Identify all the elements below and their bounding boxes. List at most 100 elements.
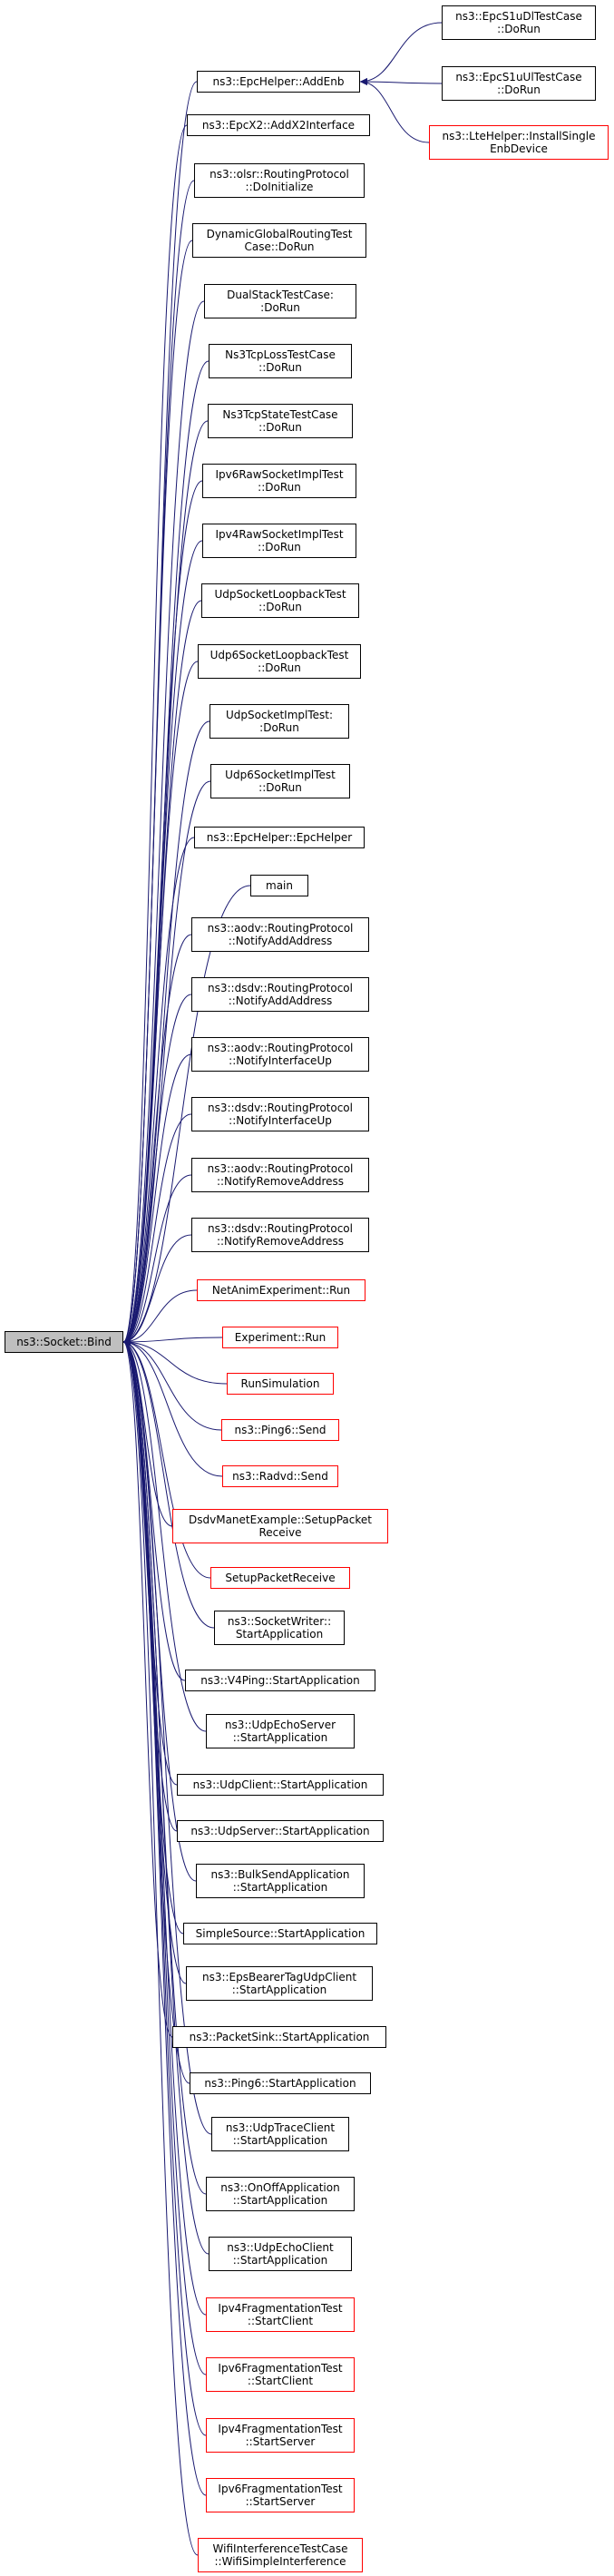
node-label-line: ::NotifyAddAddress bbox=[228, 935, 333, 947]
node-ipv4fragclient[interactable]: Ipv4FragmentationTest::StartClient bbox=[206, 2297, 355, 2332]
node-main[interactable]: main bbox=[250, 875, 308, 896]
node-label-line: ::StartApplication bbox=[231, 1983, 327, 1996]
node-bulksend[interactable]: ns3::BulkSendApplication::StartApplicati… bbox=[196, 1864, 365, 1898]
node-ping6send[interactable]: ns3::Ping6::Send bbox=[221, 1419, 339, 1441]
node-aodvrem[interactable]: ns3::aodv::RoutingProtocol::NotifyRemove… bbox=[191, 1158, 369, 1192]
node-ipv6raw[interactable]: Ipv6RawSocketImplTest::DoRun bbox=[202, 464, 356, 498]
node-aodvup[interactable]: ns3::aodv::RoutingProtocol::NotifyInterf… bbox=[191, 1037, 369, 1072]
node-udpechoclient[interactable]: ns3::UdpEchoClient::StartApplication bbox=[209, 2237, 352, 2271]
node-udp6loop[interactable]: Udp6SocketLoopbackTest::DoRun bbox=[198, 644, 361, 679]
node-wifiinterf[interactable]: WifiInterferenceTestCase::WifiSimpleInte… bbox=[198, 2538, 363, 2572]
node-udpechoserver[interactable]: ns3::UdpEchoServer::StartApplication bbox=[206, 1714, 355, 1748]
edge-tcpstate-to-root bbox=[122, 420, 209, 1346]
node-label-line: Ipv4FragmentationTest bbox=[218, 2302, 343, 2315]
node-olsr[interactable]: ns3::olsr::RoutingProtocol::DoInitialize bbox=[194, 163, 365, 198]
edge-runsim-to-root bbox=[122, 1338, 228, 1385]
node-ipv6fragclient[interactable]: Ipv6FragmentationTest::StartClient bbox=[206, 2357, 355, 2392]
node-label-line: ns3::BulkSendApplication bbox=[210, 1868, 350, 1881]
node-label-line: Experiment::Run bbox=[234, 1331, 326, 1344]
edge-udp6loop-to-root bbox=[122, 661, 199, 1346]
node-aodvadd[interactable]: ns3::aodv::RoutingProtocol::NotifyAddAdd… bbox=[191, 917, 369, 952]
node-label-line: ::DoRun bbox=[258, 781, 302, 794]
node-udpimpl[interactable]: UdpSocketImplTest::DoRun bbox=[210, 704, 349, 739]
node-label-line: ns3::UdpClient::StartApplication bbox=[192, 1778, 368, 1791]
node-label-line: ns3::aodv::RoutingProtocol bbox=[207, 1042, 354, 1054]
node-label-line: EnbDevice bbox=[490, 142, 548, 155]
node-epsbearer[interactable]: ns3::EpsBearerTagUdpClient::StartApplica… bbox=[186, 1966, 373, 2001]
node-tcpstate[interactable]: Ns3TcpStateTestCase::DoRun bbox=[208, 404, 353, 438]
node-runsim[interactable]: RunSimulation bbox=[227, 1373, 334, 1395]
node-epcs1udl[interactable]: ns3::EpcS1uDlTestCase::DoRun bbox=[442, 5, 596, 40]
edge-aodvrem-to-root bbox=[122, 1174, 192, 1346]
node-dualstack[interactable]: DualStackTestCase::DoRun bbox=[204, 284, 356, 318]
node-label-line: ::StartApplication bbox=[232, 2194, 328, 2207]
edge-epcs1udl-to-addenb bbox=[359, 22, 443, 85]
node-ipv4raw[interactable]: Ipv4RawSocketImplTest::DoRun bbox=[202, 524, 356, 558]
node-epcs1uul[interactable]: ns3::EpcS1uUlTestCase::DoRun bbox=[442, 66, 596, 101]
node-label-line: WifiInterferenceTestCase bbox=[212, 2542, 348, 2555]
node-epchelper[interactable]: ns3::EpcHelper::EpcHelper bbox=[194, 827, 365, 848]
node-dsdvadd[interactable]: ns3::dsdv::RoutingProtocol::NotifyAddAdd… bbox=[191, 977, 369, 1012]
node-udptrace[interactable]: ns3::UdpTraceClient::StartApplication bbox=[211, 2117, 349, 2151]
node-dsdvrem[interactable]: ns3::dsdv::RoutingProtocol::NotifyRemove… bbox=[191, 1218, 369, 1252]
node-onoff[interactable]: ns3::OnOffApplication::StartApplication bbox=[206, 2177, 355, 2211]
node-ping6start[interactable]: ns3::Ping6::StartApplication bbox=[190, 2072, 371, 2094]
node-label-line: ::DoRun bbox=[497, 83, 541, 96]
node-dsdvup[interactable]: ns3::dsdv::RoutingProtocol::NotifyInterf… bbox=[191, 1097, 369, 1131]
node-label-line: ns3::UdpTraceClient bbox=[225, 2121, 336, 2134]
node-label-line: ns3::UdpEchoServer bbox=[224, 1719, 336, 1731]
node-label-line: ::StartApplication bbox=[232, 2254, 328, 2267]
node-udpclient[interactable]: ns3::UdpClient::StartApplication bbox=[177, 1774, 384, 1796]
node-tcploss[interactable]: Ns3TcpLossTestCase::DoRun bbox=[209, 344, 352, 378]
node-label-line: ::StartServer bbox=[245, 2435, 316, 2448]
node-udploop[interactable]: UdpSocketLoopbackTest::DoRun bbox=[201, 583, 359, 618]
node-label-line: Udp6SocketImplTest bbox=[225, 769, 336, 781]
edge-wifiinterf-to-root bbox=[122, 1338, 199, 2556]
node-label-line: ns3::EpcHelper::EpcHelper bbox=[206, 831, 353, 844]
node-v4ping[interactable]: ns3::V4Ping::StartApplication bbox=[185, 1670, 375, 1691]
edge-sockwriter-to-root bbox=[122, 1338, 215, 1629]
node-label-line: ns3::olsr::RoutingProtocol bbox=[210, 168, 349, 181]
edge-ping6send-to-root bbox=[122, 1338, 222, 1431]
node-root-socket-bind[interactable]: ns3::Socket::Bind bbox=[5, 1331, 123, 1353]
node-label-line: UdpSocketLoopbackTest bbox=[214, 588, 346, 601]
edge-epcs1uul-to-addenb bbox=[359, 78, 443, 86]
node-label-line: ::StartApplication bbox=[232, 1731, 328, 1744]
node-label-line: ::DoRun bbox=[258, 601, 302, 613]
node-label-line: Receive bbox=[258, 1526, 302, 1539]
node-setuppkt[interactable]: SetupPacketReceive bbox=[210, 1567, 350, 1589]
node-radvd[interactable]: ns3::Radvd::Send bbox=[222, 1465, 338, 1487]
node-ipv6fragserver[interactable]: Ipv6FragmentationTest::StartServer bbox=[206, 2478, 355, 2512]
node-simplesource[interactable]: SimpleSource::StartApplication bbox=[183, 1923, 377, 1944]
edge-addx2-to-root bbox=[122, 124, 188, 1346]
node-label-line: ::NotifyInterfaceUp bbox=[229, 1114, 332, 1127]
node-netanim[interactable]: NetAnimExperiment::Run bbox=[197, 1279, 365, 1301]
node-packetsink[interactable]: ns3::PacketSink::StartApplication bbox=[172, 2026, 386, 2048]
edge-dsdvadd-to-root bbox=[122, 994, 192, 1346]
node-udp6impl[interactable]: Udp6SocketImplTest::DoRun bbox=[210, 764, 350, 798]
node-ipv4fragserver[interactable]: Ipv4FragmentationTest::StartServer bbox=[206, 2418, 355, 2453]
node-label-line: ::NotifyInterfaceUp bbox=[229, 1054, 332, 1067]
node-label-line: Case::DoRun bbox=[244, 240, 315, 253]
edge-radvd-to-root bbox=[122, 1338, 223, 1477]
node-label-line: DualStackTestCase: bbox=[227, 289, 334, 301]
node-addenb[interactable]: ns3::EpcHelper::AddEnb bbox=[197, 71, 360, 93]
node-addx2[interactable]: ns3::EpcX2::AddX2Interface bbox=[187, 114, 370, 136]
node-label-line: ::DoInitialize bbox=[245, 181, 314, 193]
node-label-line: Ipv6FragmentationTest bbox=[218, 2362, 343, 2375]
node-experiment[interactable]: Experiment::Run bbox=[222, 1327, 338, 1348]
node-label-line: ::DoRun bbox=[258, 661, 301, 674]
node-label-line: SetupPacketReceive bbox=[225, 1572, 336, 1584]
node-udpserver[interactable]: ns3::UdpServer::StartApplication bbox=[177, 1820, 384, 1842]
node-label-line: main bbox=[266, 879, 293, 892]
node-label-line: Ns3TcpLossTestCase bbox=[225, 348, 336, 361]
node-sockwriter[interactable]: ns3::SocketWriter::StartApplication bbox=[214, 1611, 345, 1645]
edge-udploop-to-root bbox=[122, 600, 202, 1346]
node-label-line: ns3::Radvd::Send bbox=[232, 1470, 328, 1483]
edge-aodvup-to-root bbox=[122, 1053, 192, 1346]
edge-aodvadd-to-root bbox=[122, 934, 192, 1346]
node-label-line: ns3::PacketSink::StartApplication bbox=[189, 2031, 370, 2043]
